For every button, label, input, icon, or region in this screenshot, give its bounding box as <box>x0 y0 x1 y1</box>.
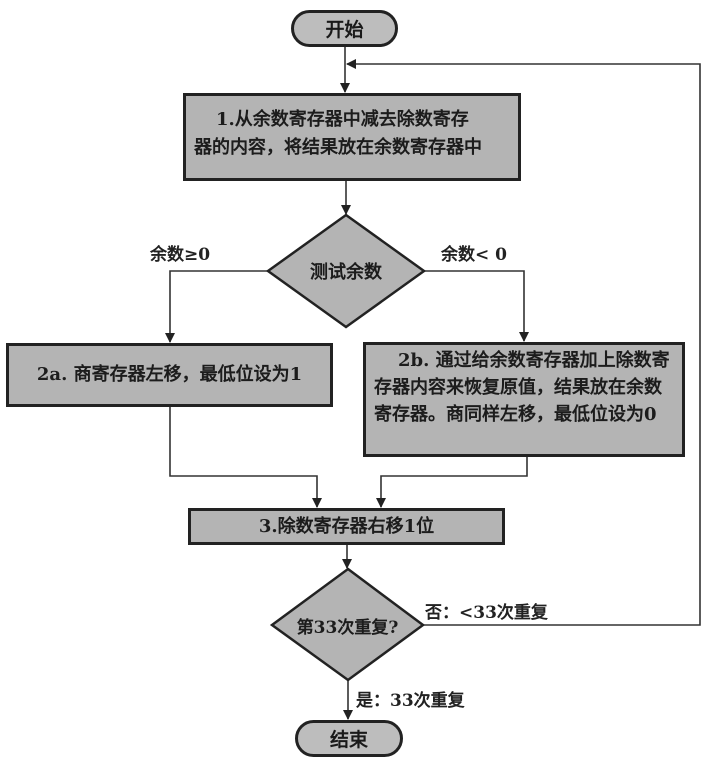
start-terminal: 开始 <box>291 10 398 47</box>
edge-loop-back <box>346 59 701 626</box>
end-label: 结束 <box>329 729 368 751</box>
edge-step2a-step3 <box>169 407 322 508</box>
edge-decision1-step2a <box>165 270 268 343</box>
branch-lt0-label: 余数< 0 <box>441 245 507 265</box>
decision1-shape <box>265 213 427 329</box>
end-terminal: 结束 <box>295 720 403 757</box>
decision2-label: 第33次重复? <box>296 617 399 638</box>
step2b-box: 2b. 通过给余数寄存器加上除数寄存器内容来恢复原值，结果放在余数寄存器。商同样… <box>363 342 685 457</box>
step3-box: 3.除数寄存器右移1位 <box>188 508 505 545</box>
step1-line1: 1.从余数寄存器中减去除数寄存 <box>216 109 469 130</box>
decision1-label: 测试余数 <box>310 262 382 283</box>
step2a-label: 2a. 商寄存器左移，最低位设为1 <box>36 364 303 385</box>
edge-decision1-step2b <box>424 270 529 342</box>
step2a-box: 2a. 商寄存器左移，最低位设为1 <box>6 343 333 407</box>
loop-yes-label: 是：33次重复 <box>356 691 465 711</box>
step1-line2: 器的内容，将结果放在余数寄存器中 <box>194 137 482 158</box>
start-label: 开始 <box>325 19 364 41</box>
step2b-label: 2b. 通过给余数寄存器加上除数寄存器内容来恢复原值，结果放在余数寄存器。商同样… <box>374 350 670 425</box>
step1-box: 1.从余数寄存器中减去除数寄存 器的内容，将结果放在余数寄存器中 <box>183 93 521 181</box>
branch-ge0-label: 余数≥0 <box>150 245 211 265</box>
step3-label: 3.除数寄存器右移1位 <box>258 515 435 537</box>
loop-no-label: 否：<33次重复 <box>425 603 548 623</box>
decision2-shape <box>269 567 426 682</box>
edge-step2b-step3 <box>376 457 528 508</box>
